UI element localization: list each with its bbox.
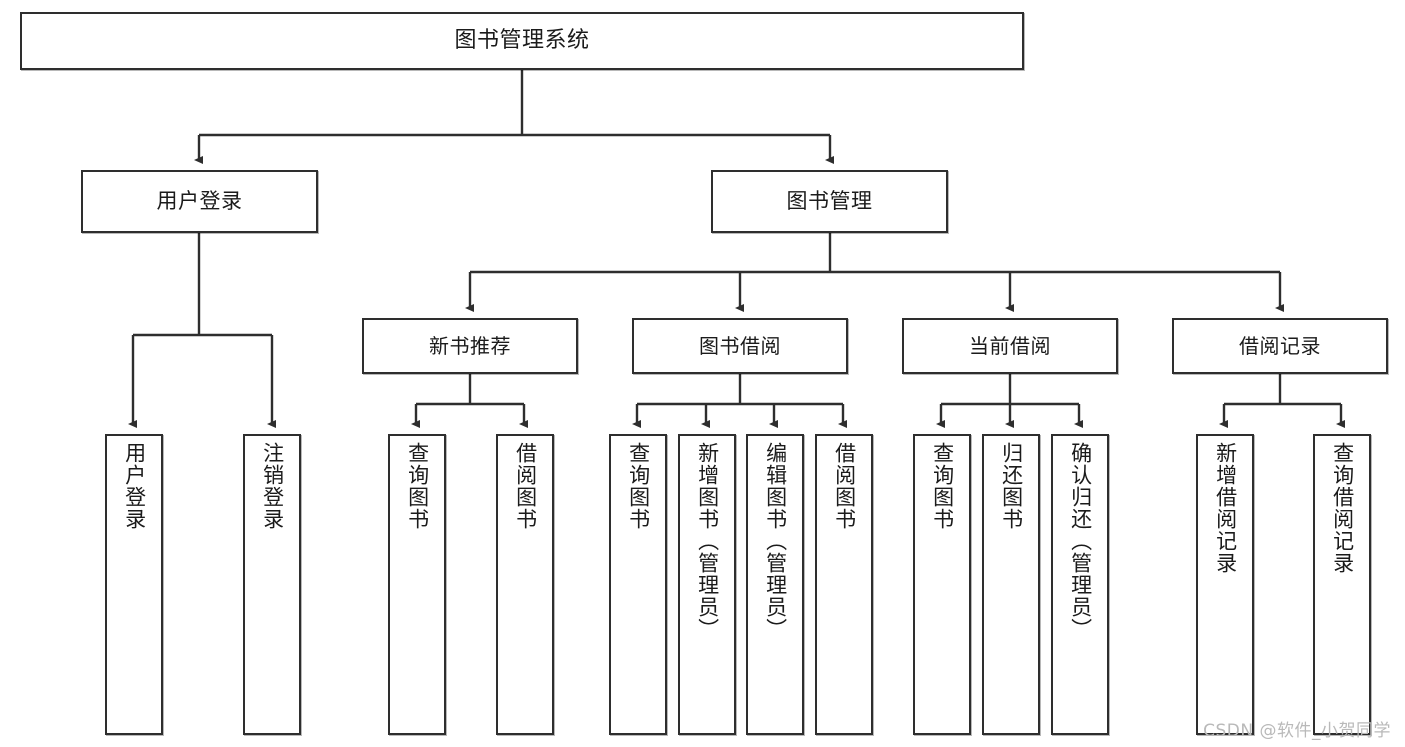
node-book-manage-label: 图书管理: [786, 188, 873, 213]
node-leaf-logout-login-label: 注销登录: [260, 442, 285, 530]
node-borrow-record[interactable]: 借阅记录: [1172, 318, 1388, 374]
node-leaf-query-book-3[interactable]: 查询图书: [913, 434, 971, 735]
node-leaf-confirm-return-label: 确认归还（管理员）: [1068, 442, 1093, 640]
node-leaf-query-book-1-label: 查询图书: [405, 442, 430, 530]
node-root-system[interactable]: 图书管理系统: [20, 12, 1024, 70]
node-current-borrow-label: 当前借阅: [969, 333, 1051, 358]
node-leaf-borrow-book-1-label: 借阅图书: [513, 442, 538, 530]
node-leaf-query-book-2[interactable]: 查询图书: [609, 434, 667, 735]
node-leaf-query-record[interactable]: 查询借阅记录: [1313, 434, 1371, 735]
node-leaf-edit-book-label: 编辑图书（管理员）: [763, 442, 788, 640]
node-borrow-record-label: 借阅记录: [1239, 333, 1321, 358]
node-leaf-query-book-3-label: 查询图书: [930, 442, 955, 530]
csdn-watermark: CSDN @软件_小贺同学: [1203, 721, 1391, 741]
node-new-book-recommend-label: 新书推荐: [429, 333, 511, 358]
node-leaf-add-record-label: 新增借阅记录: [1213, 442, 1238, 574]
node-root-system-label: 图书管理系统: [454, 27, 590, 53]
node-leaf-borrow-book-2-label: 借阅图书: [832, 442, 857, 530]
node-leaf-query-book-2-label: 查询图书: [626, 442, 651, 530]
node-leaf-query-book-1[interactable]: 查询图书: [388, 434, 446, 735]
node-book-manage[interactable]: 图书管理: [711, 170, 948, 233]
node-leaf-borrow-book-2[interactable]: 借阅图书: [815, 434, 873, 735]
node-book-borrow[interactable]: 图书借阅: [632, 318, 848, 374]
node-user-login-label: 用户登录: [156, 188, 243, 213]
node-leaf-user-login[interactable]: 用户登录: [105, 434, 163, 735]
node-new-book-recommend[interactable]: 新书推荐: [362, 318, 578, 374]
node-leaf-edit-book[interactable]: 编辑图书（管理员）: [746, 434, 804, 735]
node-leaf-confirm-return[interactable]: 确认归还（管理员）: [1051, 434, 1109, 735]
node-leaf-return-book[interactable]: 归还图书: [982, 434, 1040, 735]
node-leaf-borrow-book-1[interactable]: 借阅图书: [496, 434, 554, 735]
node-leaf-return-book-label: 归还图书: [999, 442, 1024, 530]
node-book-borrow-label: 图书借阅: [699, 333, 781, 358]
node-user-login[interactable]: 用户登录: [81, 170, 318, 233]
node-leaf-add-book-label: 新增图书（管理员）: [695, 442, 720, 640]
node-leaf-add-book[interactable]: 新增图书（管理员）: [678, 434, 736, 735]
node-leaf-user-login-label: 用户登录: [122, 442, 147, 530]
node-leaf-logout-login[interactable]: 注销登录: [243, 434, 301, 735]
node-current-borrow[interactable]: 当前借阅: [902, 318, 1118, 374]
node-leaf-query-record-label: 查询借阅记录: [1330, 442, 1355, 574]
node-leaf-add-record[interactable]: 新增借阅记录: [1196, 434, 1254, 735]
